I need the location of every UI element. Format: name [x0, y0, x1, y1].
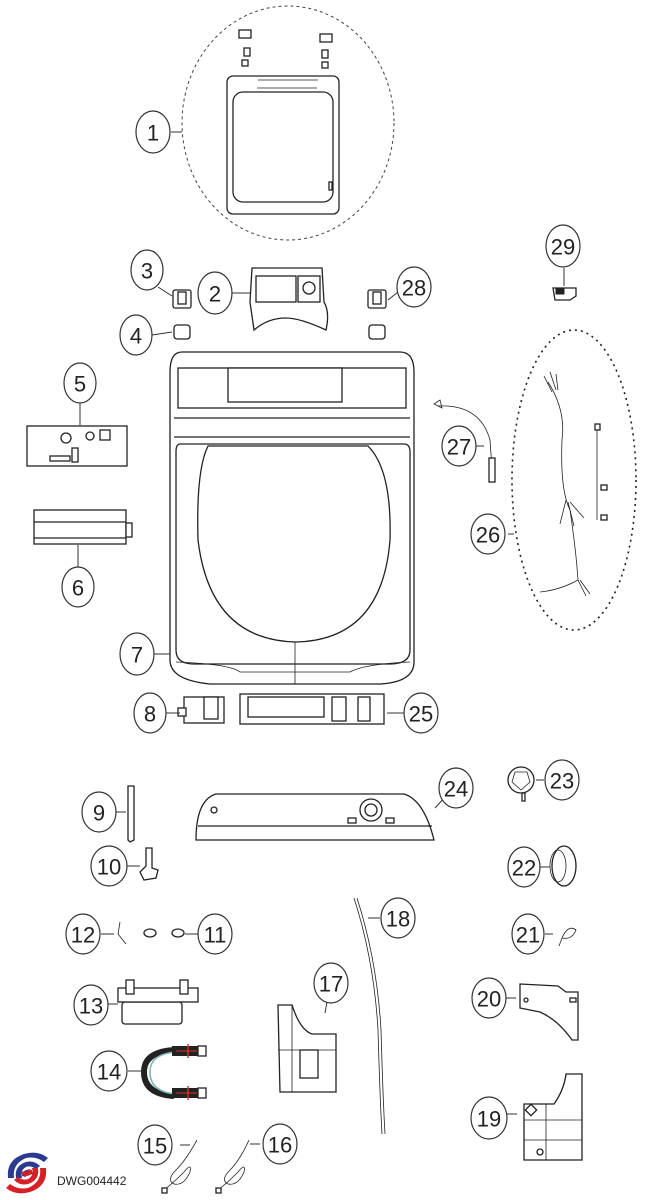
callout-label: 5	[74, 372, 86, 397]
part-14-hose-assembly[interactable]	[140, 1044, 207, 1100]
callout-5[interactable]: 5	[63, 362, 97, 404]
callout-27[interactable]: 27	[441, 425, 477, 467]
part-11-washer-rings[interactable]	[143, 928, 185, 938]
callout-9[interactable]: 9	[81, 791, 117, 833]
callout-label: 2	[209, 282, 221, 307]
part-18-pressure-tube[interactable]	[353, 897, 386, 1135]
part-6-board-cover[interactable]	[33, 509, 133, 545]
part-1-lid-assembly[interactable]	[181, 5, 395, 241]
callout-22[interactable]: 22	[507, 846, 541, 888]
part-28-hinge[interactable]	[367, 289, 387, 340]
callout-label: 17	[319, 972, 343, 997]
callout-label: 28	[402, 276, 426, 301]
callout-17[interactable]: 17	[313, 962, 349, 1004]
part-29-pressure-switch[interactable]	[552, 287, 577, 301]
callout-29[interactable]: 29	[545, 224, 581, 268]
callout-2[interactable]: 2	[197, 271, 233, 315]
callout-16[interactable]: 16	[262, 1123, 298, 1165]
callout-label: 18	[386, 907, 410, 932]
callout-label: 4	[130, 324, 142, 349]
callout-label: 23	[550, 769, 574, 794]
part-22-knob-ring[interactable]	[549, 845, 577, 887]
part-19-side-bracket[interactable]	[523, 1073, 583, 1161]
callout-label: 15	[143, 1134, 167, 1159]
part-12-clip[interactable]	[117, 921, 127, 945]
callout-28[interactable]: 28	[396, 266, 432, 308]
callout-label: 1	[147, 121, 159, 146]
callout-label: 8	[144, 702, 156, 727]
callout-14[interactable]: 14	[90, 1050, 128, 1092]
callout-label: 19	[477, 1107, 501, 1132]
callout-label: 6	[72, 576, 84, 601]
leader-lines	[77, 131, 565, 1146]
callout-10[interactable]: 10	[90, 845, 128, 887]
part-25-ui-board[interactable]	[239, 693, 385, 725]
part-23-knob[interactable]	[507, 766, 535, 802]
callout-label: 16	[268, 1133, 292, 1158]
callout-label: 24	[444, 777, 468, 802]
callout-23[interactable]: 23	[544, 759, 580, 801]
part-2-dispenser[interactable]	[249, 267, 329, 332]
callout-label: 29	[551, 235, 575, 260]
part-13-inlet-valve[interactable]	[117, 979, 199, 1025]
callout-7[interactable]: 7	[119, 632, 155, 676]
part-16-inlet-hose[interactable]	[215, 1139, 250, 1194]
callout-label: 11	[204, 923, 227, 948]
callout-label: 13	[79, 994, 103, 1019]
callout-24[interactable]: 24	[438, 767, 474, 809]
callout-label: 20	[477, 987, 501, 1012]
part-3-hinge[interactable]	[172, 289, 192, 309]
callout-11[interactable]: 11	[197, 913, 233, 955]
callout-label: 21	[516, 923, 540, 948]
callout-label: 14	[97, 1060, 121, 1085]
callout-13[interactable]: 13	[73, 984, 109, 1026]
part-17-rear-bracket[interactable]	[277, 1004, 337, 1093]
part-9-strip[interactable]	[127, 785, 135, 843]
callout-25[interactable]: 25	[403, 692, 439, 734]
callout-19[interactable]: 19	[470, 1096, 508, 1140]
part-27-sensor[interactable]	[433, 399, 496, 483]
callout-label: 27	[447, 435, 471, 460]
part-5-control-board[interactable]	[26, 425, 128, 467]
callout-label: 7	[131, 643, 143, 668]
callout-label: 12	[71, 923, 95, 948]
callout-4[interactable]: 4	[119, 314, 153, 356]
callout-21[interactable]: 21	[511, 913, 545, 955]
callout-15[interactable]: 15	[137, 1124, 173, 1166]
drawing-number: DWG004442	[57, 1174, 127, 1188]
callout-18[interactable]: 18	[380, 897, 416, 939]
part-20-corner-bracket[interactable]	[519, 983, 579, 1041]
callout-26[interactable]: 26	[470, 513, 506, 555]
brand-swirl-logo-icon	[6, 1152, 49, 1194]
callout-1[interactable]: 1	[135, 110, 171, 154]
callout-label: 26	[476, 523, 500, 548]
callout-label: 3	[141, 259, 153, 284]
part-26-wire-harness[interactable]	[511, 329, 637, 631]
callout-label: 9	[93, 801, 105, 826]
callout-12[interactable]: 12	[65, 913, 101, 955]
part-15-inlet-hose[interactable]	[161, 1139, 198, 1194]
callout-6[interactable]: 6	[61, 566, 95, 608]
callout-3[interactable]: 3	[130, 249, 164, 291]
callout-20[interactable]: 20	[471, 977, 507, 1019]
part-10-bracket[interactable]	[139, 847, 159, 881]
part-8-lid-lock[interactable]	[177, 696, 225, 724]
part-24-console[interactable]	[195, 793, 435, 841]
callout-label: 10	[97, 855, 121, 880]
part-4-pad[interactable]	[173, 324, 191, 340]
callout-label: 22	[512, 856, 536, 881]
callout-8[interactable]: 8	[133, 692, 167, 734]
callout-label: 25	[409, 702, 433, 727]
part-7-top-panel[interactable]	[169, 351, 415, 685]
part-21-clip[interactable]	[558, 927, 577, 947]
